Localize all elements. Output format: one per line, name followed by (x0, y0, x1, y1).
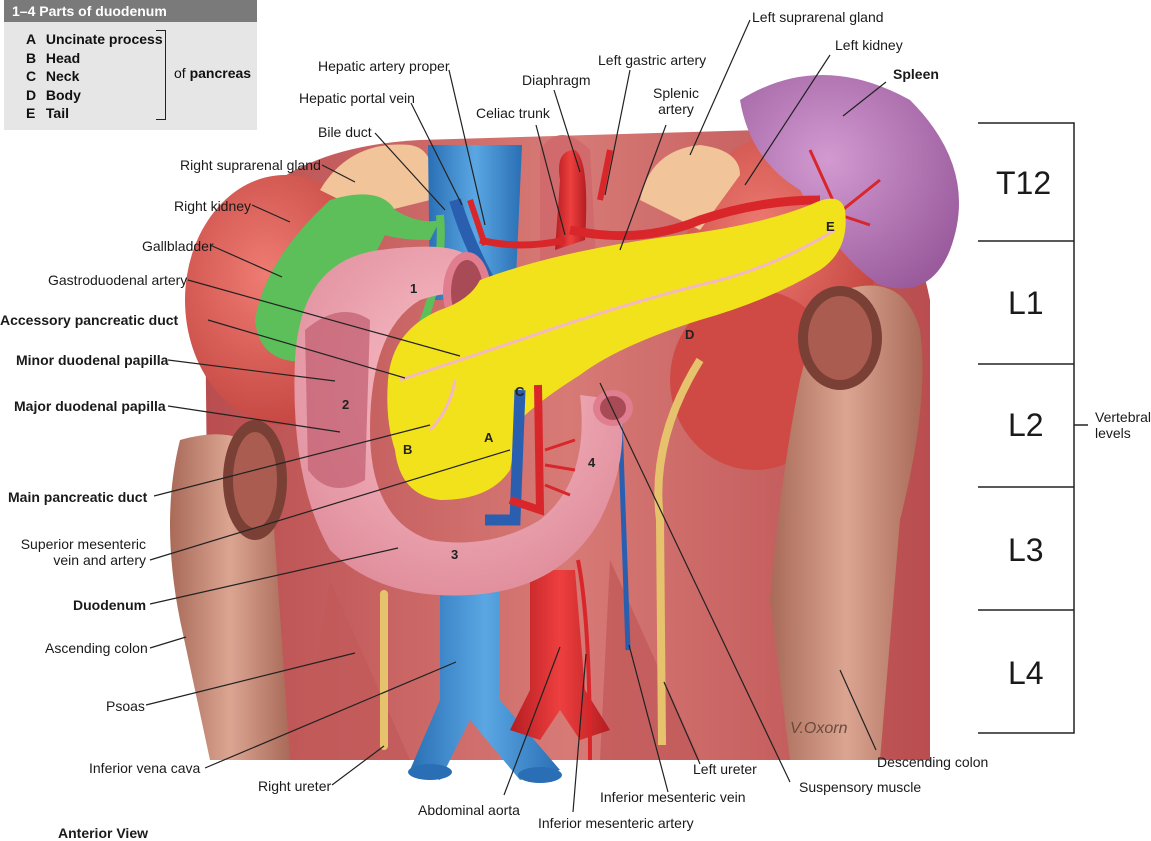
ascending-colon (170, 420, 290, 760)
descending-colon (770, 285, 923, 760)
duodenum-part-3: 3 (451, 547, 459, 562)
label-superior-mesenteric-line2: vein and artery (53, 552, 146, 568)
label-gastroduodenal-artery: Gastroduodenal artery (48, 272, 188, 288)
label-vertebral-levels-line2: levels (1095, 425, 1131, 441)
legend-item: E Tail (26, 104, 69, 122)
parts-legend: 1–4 Parts of duodenum A Uncinate process… (4, 0, 257, 130)
legend-label: Body (45, 87, 81, 103)
pancreas (387, 198, 846, 501)
label-hepatic-portal-vein: Hepatic portal vein (299, 90, 415, 106)
label-left-suprarenal-gland: Left suprarenal gland (752, 9, 884, 25)
sma-branches (544, 438, 576, 497)
superior-mesenteric-vein (485, 389, 526, 526)
legend-title: 1–4 Parts of duodenum (4, 0, 257, 22)
pancreas-part-a: A (484, 430, 494, 445)
label-main-pancreatic-duct: Main pancreatic duct (8, 489, 148, 505)
vertebral-level-l3: L3 (1008, 532, 1044, 568)
duodenum-part-2: 2 (342, 397, 350, 412)
legend-item: D Body (26, 86, 81, 104)
duodenum-part-4: 4 (588, 455, 596, 470)
legend-key: A (26, 31, 37, 47)
left-suprarenal-gland (640, 145, 740, 230)
legend-item: B Head (26, 49, 80, 67)
label-accessory-pancreatic-duct: Accessory pancreatic duct (0, 312, 179, 328)
inferior-mesenteric-vein (617, 419, 631, 651)
duodenum-part-1: 1 (410, 281, 418, 296)
legend-label: Head (45, 50, 81, 66)
label-splenic-artery-line1: Splenic (653, 85, 699, 101)
label-right-suprarenal-gland: Right suprarenal gland (180, 157, 321, 173)
legend-key: C (26, 68, 37, 84)
label-anterior-view: Anterior View (58, 825, 148, 841)
legend-bracket (156, 30, 166, 120)
celiac-branches (467, 149, 821, 249)
label-left-ureter: Left ureter (693, 761, 757, 777)
label-vertebral-levels-line1: Vertebral (1095, 409, 1151, 425)
label-inferior-vena-cava: Inferior vena cava (89, 760, 201, 776)
label-celiac-trunk: Celiac trunk (476, 105, 550, 121)
label-spleen: Spleen (893, 66, 939, 82)
label-descending-colon: Descending colon (877, 754, 989, 770)
legend-label: Neck (45, 68, 80, 84)
label-major-duodenal-papilla: Major duodenal papilla (14, 398, 166, 414)
vertebral-level-l2: L2 (1008, 407, 1044, 443)
right-ureter (380, 590, 388, 750)
pancreas-part-d: D (685, 327, 695, 342)
superior-mesenteric-artery (508, 384, 545, 516)
legend-item: A Uncinate process (26, 30, 163, 48)
label-psoas: Psoas (106, 698, 145, 714)
label-left-kidney: Left kidney (835, 37, 903, 53)
label-suspensory-muscle: Suspensory muscle (799, 779, 922, 795)
legend-label: Tail (45, 105, 69, 121)
legend-key: E (26, 105, 36, 121)
legend-suffix-of: of (174, 65, 186, 81)
pancreas-part-b: B (403, 442, 413, 457)
vertebral-level-l1: L1 (1008, 285, 1044, 321)
left-ureter (654, 357, 704, 746)
label-hepatic-artery-proper: Hepatic artery proper (318, 58, 450, 74)
label-inferior-mesenteric-artery: Inferior mesenteric artery (538, 815, 694, 831)
label-gallbladder: Gallbladder (142, 238, 214, 254)
label-ascending-colon: Ascending colon (45, 640, 148, 656)
legend-key: D (26, 87, 37, 103)
pancreas-part-c: C (515, 384, 525, 399)
label-bile-duct: Bile duct (318, 124, 372, 140)
label-duodenum: Duodenum (73, 597, 147, 613)
label-inferior-mesenteric-vein: Inferior mesenteric vein (600, 789, 746, 805)
label-minor-duodenal-papilla: Minor duodenal papilla (16, 352, 169, 368)
label-right-ureter: Right ureter (258, 778, 332, 794)
vertebral-levels-bracket (978, 122, 1088, 734)
label-right-kidney: Right kidney (174, 198, 252, 214)
legend-key: B (26, 50, 37, 66)
label-splenic-artery: Splenic artery (646, 85, 706, 117)
legend-label: Uncinate process (45, 31, 163, 47)
vertebral-level-l4: L4 (1008, 655, 1044, 691)
label-vertebral-levels: Vertebral levels (1095, 409, 1151, 441)
label-abdominal-aorta: Abdominal aorta (418, 802, 520, 818)
vertebral-level-t12: T12 (996, 165, 1052, 201)
leader-lines (145, 19, 887, 813)
label-superior-mesenteric-vein-artery: Superior mesenteric vein and artery (20, 536, 146, 568)
label-left-gastric-artery: Left gastric artery (598, 52, 707, 68)
label-splenic-artery-line2: artery (658, 101, 694, 117)
artist-signature: V.Oxorn (790, 720, 848, 737)
legend-item: C Neck (26, 67, 79, 85)
spleen (740, 75, 959, 289)
label-superior-mesenteric-line1: Superior mesenteric (20, 536, 146, 552)
pancreas-part-e: E (826, 219, 835, 234)
legend-suffix-pancreas: pancreas (189, 65, 252, 81)
legend-suffix: of pancreas (174, 64, 251, 82)
label-diaphragm: Diaphragm (522, 72, 591, 88)
